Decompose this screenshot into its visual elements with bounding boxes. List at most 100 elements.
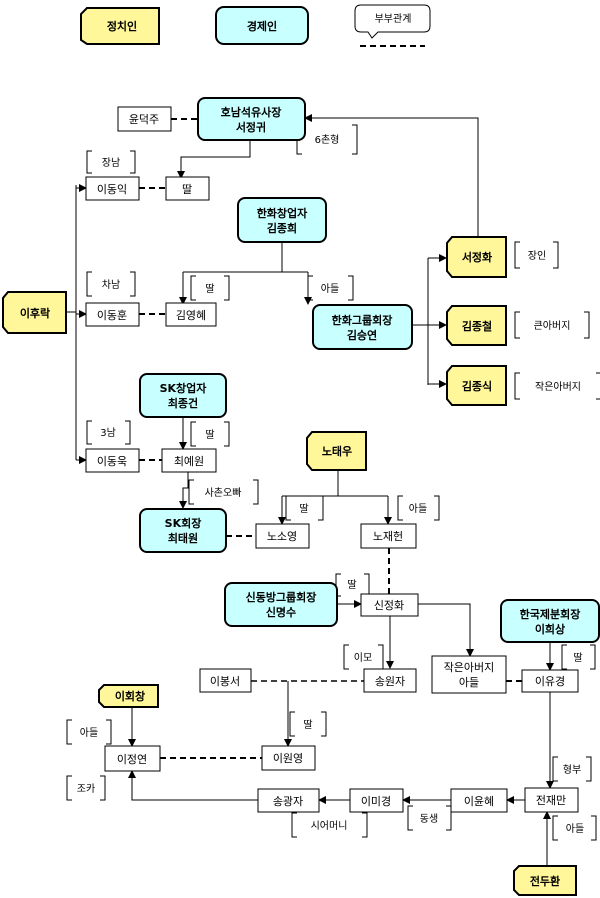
node-lee-bongseo: 이봉서 (199, 668, 252, 693)
label-eldest-son: 장남 (102, 157, 120, 169)
node-lee-yugyeong: 이유경 (521, 669, 579, 693)
svg-text:김승연: 김승연 (347, 328, 377, 342)
node-kim-jonghui: 한화창업자 김종희 (237, 197, 327, 243)
label-mother-in-law: 시어머니 (311, 820, 348, 832)
node-kim-yeonghye: 김영혜 (165, 302, 217, 327)
svg-text:신동방그룹회장: 신동방그룹회장 (246, 590, 317, 604)
legend-spouse-text: 부부관계 (375, 13, 412, 25)
label-big-uncle: 큰아버지 (534, 320, 571, 332)
node-roh-soyoung: 노소영 (255, 523, 310, 549)
svg-text:김종희: 김종희 (267, 221, 297, 235)
connector-roh-trunk (282, 470, 388, 497)
connector-seo-jeonghwa-to-seo-jeonggwi (304, 114, 479, 237)
connector-kim-jonghui-trunk (183, 242, 308, 273)
legend-politician: 정치인 (80, 7, 160, 45)
connector-shin-jeonghwa-to-uncle (418, 603, 474, 657)
node-shin-jeonghwa: 신정화 (360, 593, 419, 617)
svg-text:노태우: 노태우 (322, 444, 352, 458)
svg-text:이미경: 이미경 (361, 795, 391, 808)
svg-text:김종철: 김종철 (462, 319, 492, 333)
legend-spouse: 부부관계 (354, 4, 431, 47)
svg-text:한화창업자: 한화창업자 (257, 206, 308, 220)
svg-text:이동익: 이동익 (97, 183, 127, 196)
node-lee-jeongyeon: 이정연 (104, 745, 161, 772)
svg-text:이희상: 이희상 (535, 622, 565, 636)
connectors (66, 114, 554, 866)
label-daughter-shin: 딸 (347, 579, 356, 591)
node-uncle-son: 작은아버지 아들 (431, 655, 507, 694)
legend-business: 경제인 (215, 6, 309, 45)
svg-text:최예원: 최예원 (174, 455, 204, 468)
label-daughter-choi: 딸 (205, 429, 214, 441)
svg-text:이봉서: 이봉서 (210, 675, 240, 688)
node-lee-hoechang: 이회창 (98, 684, 159, 708)
node-lee-dongik: 이동익 (85, 176, 140, 201)
node-lee-huisang: 한국제분회장 이희상 (500, 599, 600, 643)
node-seo-jeonggwi: 호남석유사장 서정귀 (197, 97, 306, 141)
connector-gwangja-to-jeongyeon (128, 770, 258, 801)
connector-lee-hurak-trunk (66, 185, 77, 460)
svg-text:딸: 딸 (182, 183, 192, 196)
label-son-lee-hoechang: 아들 (80, 727, 98, 739)
svg-text:서정화: 서정화 (462, 250, 492, 264)
svg-text:최태원: 최태원 (168, 531, 198, 545)
node-kim-jongcheol: 김종철 (446, 305, 507, 346)
connector-seo-to-daughter (177, 140, 251, 179)
label-daughter-lee-huisang: 딸 (573, 652, 582, 664)
label-small-uncle: 작은아버지 (535, 381, 581, 393)
node-song-wonja: 송원자 (363, 668, 417, 693)
svg-text:한화그룹회장: 한화그룹회장 (332, 313, 393, 327)
label-younger-sibling: 동생 (420, 813, 438, 825)
svg-text:송원자: 송원자 (375, 675, 405, 688)
node-choi-jonggeon: SK창업자 최종건 (139, 373, 227, 418)
svg-text:이동훈: 이동훈 (97, 309, 127, 322)
svg-text:이정연: 이정연 (117, 753, 147, 766)
relation-label-texts: 6촌형 장남 차남 3남 딸 아들 딸 사촌오빠 딸 아들 딸 이모 딸 딸 아… (77, 134, 584, 835)
label-second-son: 차남 (102, 279, 120, 291)
node-seo-jeonghwa: 서정화 (446, 236, 507, 278)
node-kim-seungyeon: 한화그룹회장 김승연 (312, 304, 413, 350)
svg-text:김영혜: 김영혜 (176, 309, 206, 322)
legend-business-text: 경제인 (247, 19, 277, 33)
svg-text:아들: 아들 (459, 676, 479, 689)
node-lee-dongwook: 이동욱 (85, 448, 140, 473)
label-cousin-bro: 사촌오빠 (205, 487, 242, 499)
svg-text:작은아버지: 작은아버지 (444, 661, 495, 674)
node-lee-yunhye: 이윤혜 (450, 788, 508, 813)
svg-text:최종건: 최종건 (168, 396, 198, 410)
connector-choi-yewon-to-taewon (179, 471, 189, 509)
label-son-kim: 아들 (321, 283, 339, 295)
node-kim-jongsik: 김종식 (446, 365, 507, 406)
node-lee-wonyeong: 이원영 (261, 745, 316, 771)
node-choi-yewon: 최예원 (161, 448, 217, 473)
svg-text:이후락: 이후락 (20, 306, 50, 320)
svg-text:이회창: 이회창 (115, 689, 145, 703)
svg-text:윤덕주: 윤덕주 (129, 113, 159, 126)
label-daughter-lee-wonyeong: 딸 (303, 719, 312, 731)
node-yun-deokju: 윤덕주 (117, 106, 172, 132)
svg-text:전재만: 전재만 (536, 794, 566, 807)
node-jeon-doohwan: 전두환 (513, 865, 577, 896)
label-daughter-roh: 딸 (299, 503, 308, 515)
node-shin-myeongsu: 신동방그룹회장 신명수 (224, 582, 338, 627)
svg-text:SK창업자: SK창업자 (160, 381, 208, 395)
svg-text:이유경: 이유경 (535, 675, 565, 688)
svg-text:노소영: 노소영 (267, 530, 297, 543)
svg-text:송광자: 송광자 (273, 795, 303, 808)
svg-text:이원영: 이원영 (273, 752, 303, 765)
node-roh-jaeheon: 노재헌 (360, 523, 417, 549)
node-daughter-seo: 딸 (165, 176, 210, 201)
svg-text:전두환: 전두환 (530, 874, 560, 888)
node-song-gwangja: 송광자 (257, 788, 320, 813)
relation-labels (66, 124, 600, 841)
svg-text:이동욱: 이동욱 (97, 455, 127, 468)
svg-text:서정귀: 서정귀 (236, 120, 266, 134)
legend: 정치인 경제인 부부관계 (80, 4, 431, 47)
node-lee-donghun: 이동훈 (85, 302, 140, 327)
svg-text:한국제분회장: 한국제분회장 (520, 607, 581, 621)
svg-text:SK회장: SK회장 (165, 516, 202, 530)
node-lee-migyeong: 이미경 (349, 788, 404, 813)
node-lee-hurak: 이후락 (2, 291, 67, 334)
node-jeon-jaeman: 전재만 (524, 787, 579, 813)
